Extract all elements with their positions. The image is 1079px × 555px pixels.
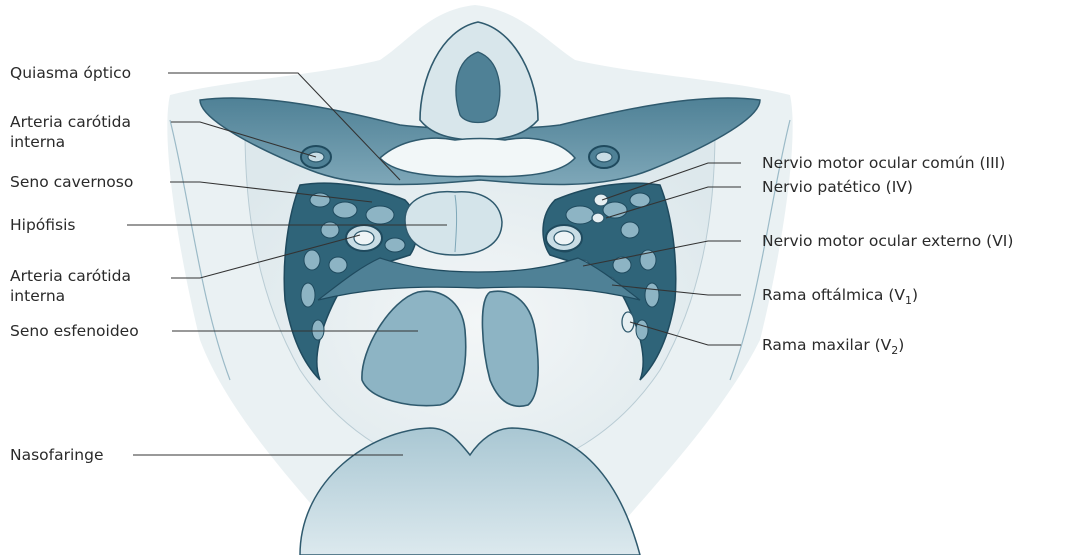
- label-nervio-motor-ocular-externo: Nervio motor ocular externo (VI): [762, 231, 1013, 251]
- optic-chiasm-shape: [380, 138, 575, 176]
- carotid-inferior-left: [346, 225, 382, 251]
- label-arteria-carotida-inferior: Arteria carótida interna: [10, 266, 131, 306]
- hypophysis-shape: [405, 192, 502, 255]
- label-hipofisis: Hipófisis: [10, 215, 76, 235]
- label-rama-maxilar: Rama maxilar (V2): [762, 335, 904, 361]
- label-line: interna: [10, 132, 131, 152]
- label-line: interna: [10, 286, 131, 306]
- label-seno-cavernoso: Seno cavernoso: [10, 172, 133, 192]
- label-seno-esfenoideo: Seno esfenoideo: [10, 321, 139, 341]
- label-quiasma-optico: Quiasma óptico: [10, 63, 131, 83]
- label-line: Arteria carótida: [10, 266, 131, 286]
- label-nasofaringe: Nasofaringe: [10, 445, 103, 465]
- label-nervio-motor-ocular-comun: Nervio motor ocular común (III): [762, 153, 1005, 173]
- label-line: Arteria carótida: [10, 112, 131, 132]
- carotid-inferior-right: [546, 225, 582, 251]
- label-rama-oftalmica: Rama oftálmica (V1): [762, 285, 918, 311]
- label-nervio-patetico: Nervio patético (IV): [762, 177, 913, 197]
- label-arteria-carotida-superior: Arteria carótida interna: [10, 112, 131, 152]
